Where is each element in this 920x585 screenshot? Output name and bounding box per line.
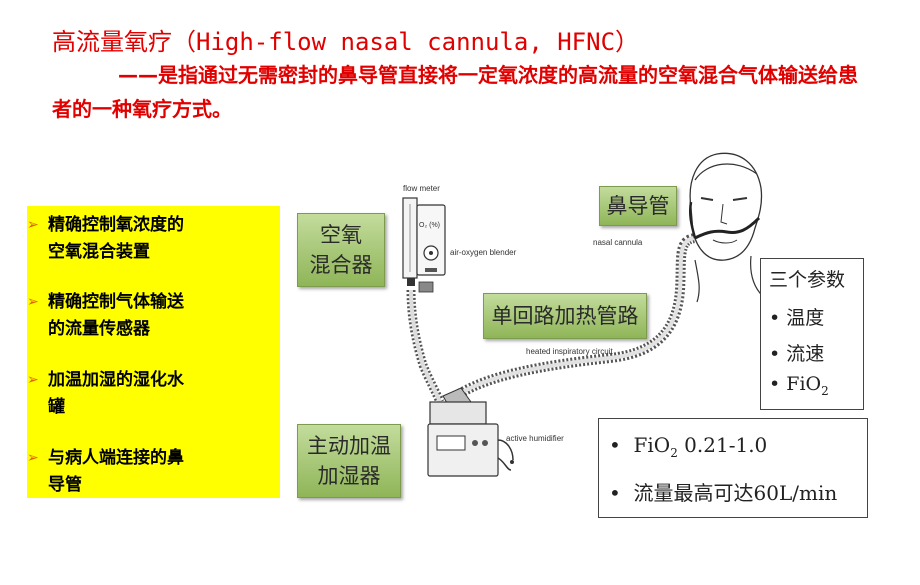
feature-item-flow-sensor: ➢ 精确控制气体输送 的流量传感器 xyxy=(27,289,278,343)
label-line: 主动加温 xyxy=(307,434,391,458)
humidifier-chamber-icon xyxy=(429,401,487,425)
bullet-icon: • xyxy=(769,307,781,329)
parameter-item: • 流速 xyxy=(769,339,824,366)
feature-item-humidifier: ➢ 加温加湿的湿化水 罐 xyxy=(27,367,278,421)
arrow-bullet-icon: ➢ xyxy=(27,372,39,388)
arrow-bullet-icon: ➢ xyxy=(27,217,39,233)
o2-percent-label: O₂ (%) xyxy=(419,222,440,229)
parameter-subscript: 2 xyxy=(821,383,829,398)
bullet-icon: • xyxy=(769,373,781,395)
parameter-item: • 温度 xyxy=(769,303,824,330)
label-line: 混合器 xyxy=(309,253,373,277)
air-oxygen-blender-label: air-oxygen blender xyxy=(450,248,517,257)
spec-text: 流量最高可达60L/min xyxy=(633,481,838,505)
parameter-text: 温度 xyxy=(786,307,825,329)
feature-item-blender: ➢ 精确控制氧浓度的 空氧混合装置 xyxy=(27,212,278,266)
feature-text: 精确控制气体输送 xyxy=(48,292,184,312)
cannula-label: 鼻导管 xyxy=(599,186,677,226)
parameter-item: • FiO2 xyxy=(769,373,829,398)
supply-hose-icon xyxy=(406,289,445,404)
feature-panel xyxy=(27,206,280,498)
nasal-cannula-icon xyxy=(694,216,761,240)
heated-circuit-label: heated inspiratory circuit xyxy=(526,347,613,356)
specs-box: • FiO2 0.21-1.0 • 流量最高可达60L/min xyxy=(598,418,868,518)
flow-meter-label: flow meter xyxy=(403,184,440,193)
arrow-bullet-icon: ➢ xyxy=(27,450,39,466)
spec-subscript: 2 xyxy=(670,446,678,460)
active-humidifier-label: active humidifier xyxy=(506,434,564,443)
air-oxygen-blender-icon xyxy=(416,204,446,276)
feature-text: 与病人端连接的鼻 xyxy=(48,448,184,468)
bullet-icon: • xyxy=(609,481,621,505)
feature-text: 的流量传感器 xyxy=(48,319,150,339)
circuit-label: 单回路加热管路 xyxy=(483,293,647,339)
feature-item-cannula: ➢ 与病人端连接的鼻 导管 xyxy=(27,445,278,499)
parameters-box: 三个参数 • 温度 • 流速 • FiO2 xyxy=(760,258,864,410)
label-line: 加湿器 xyxy=(317,464,381,488)
feature-text: 导管 xyxy=(48,475,82,495)
bullet-icon: • xyxy=(609,433,621,457)
parameter-text: 流速 xyxy=(786,343,825,365)
hfnc-device-illustration xyxy=(402,152,765,477)
parameters-title: 三个参数 xyxy=(769,269,846,291)
label-line: 空氧 xyxy=(320,223,362,247)
feature-text: 加温加湿的湿化水 xyxy=(48,370,184,390)
spec-text: FiO xyxy=(633,433,671,457)
parameter-text: FiO xyxy=(786,373,822,395)
spec-value: 0.21-1.0 xyxy=(677,433,768,457)
spec-flow: • 流量最高可达60L/min xyxy=(609,477,837,506)
patient-head-icon xyxy=(689,152,763,261)
feature-text: 精确控制氧浓度的 xyxy=(48,215,184,235)
humidifier-label: 主动加温加湿器 xyxy=(297,424,401,498)
page-subtitle: ——是指通过无需密封的鼻导管直接将一定氧浓度的高流量的空氧混合气体输送给患者的一… xyxy=(52,63,858,121)
nasal-cannula-label: nasal cannula xyxy=(593,238,643,247)
spec-fio2: • FiO2 0.21-1.0 xyxy=(609,433,767,460)
bullet-icon: • xyxy=(769,343,781,365)
arrow-bullet-icon: ➢ xyxy=(27,294,39,310)
page-title: 高流量氧疗（High-flow nasal cannula, HFNC） xyxy=(52,28,640,56)
feature-text: 空氧混合装置 xyxy=(48,242,150,262)
blender-label: 空氧混合器 xyxy=(297,213,385,287)
feature-text: 罐 xyxy=(48,397,65,417)
